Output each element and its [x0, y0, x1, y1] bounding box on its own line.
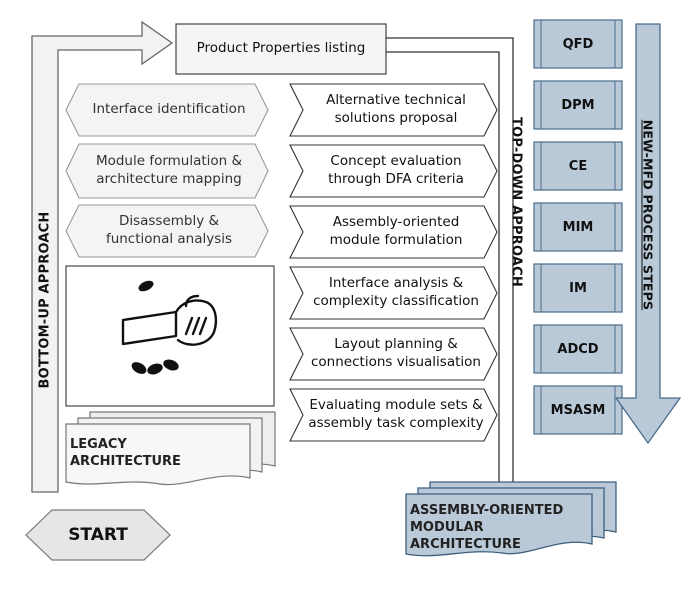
process-step-box [533, 19, 623, 69]
right-step-shape [289, 327, 498, 381]
process-step-box [533, 202, 623, 252]
left-step-shape [65, 204, 269, 258]
process-step-label: QFD [562, 36, 594, 52]
output-architecture-label: ASSEMBLY-ORIENTED MODULAR ARCHITECTURE [410, 503, 564, 552]
bottom-up-arrow [31, 20, 174, 493]
product-properties-label: Product Properties listing [196, 40, 366, 57]
right-step-label: Assembly-oriented module formulation [329, 214, 463, 248]
process-step-label: MIM [562, 219, 594, 235]
right-step-shape [289, 83, 498, 137]
left-step-label: Disassembly & functional analysis [105, 213, 233, 247]
legacy-architecture-docs [65, 411, 276, 486]
right-step-label: Concept evaluation through DFA criteria [328, 153, 464, 187]
leaf-icon [131, 280, 179, 375]
process-step-label: DPM [561, 97, 595, 113]
process-step-label: IM [569, 280, 587, 296]
process-step-label: CE [568, 158, 588, 174]
right-step-label: Layout planning & connections visualisat… [311, 336, 481, 370]
process-step-box [533, 324, 623, 374]
output-architecture-docs [405, 481, 617, 557]
right-step-shape [289, 388, 498, 442]
product-properties-box [175, 23, 387, 75]
legacy-architecture-label: LEGACY ARCHITECTURE [70, 437, 181, 469]
left-step-shape [65, 143, 269, 199]
right-step-shape [289, 266, 498, 320]
start-label: START [68, 524, 128, 545]
process-steps-arrow [614, 23, 682, 445]
right-step-label: Evaluating module sets & assembly task c… [308, 397, 484, 431]
process-step-box [533, 141, 623, 191]
process-steps-title: NEW-MFD PROCESS STEPS [640, 119, 656, 311]
left-step-label: Interface identification [92, 101, 246, 118]
process-step-box [533, 263, 623, 313]
bottom-up-label: BOTTOM-UP APPROACH [37, 211, 53, 389]
left-step-label: Module formulation & architecture mappin… [95, 153, 243, 187]
right-step-shape [289, 205, 498, 259]
right-step-shape [289, 144, 498, 198]
start-shape [25, 509, 171, 561]
top-down-label: TOP-DOWN APPROACH [508, 117, 524, 287]
process-step-box [533, 385, 623, 435]
process-step-boxes [533, 19, 623, 435]
process-step-label: MSASM [550, 402, 606, 418]
right-step-label: Interface analysis & complexity classifi… [313, 275, 479, 309]
leaf-blower-icon [121, 294, 218, 346]
process-step-label: ADCD [557, 341, 599, 357]
process-step-box [533, 80, 623, 130]
right-step-label: Alternative technical solutions proposal [326, 92, 466, 126]
left-step-shape [65, 83, 269, 137]
